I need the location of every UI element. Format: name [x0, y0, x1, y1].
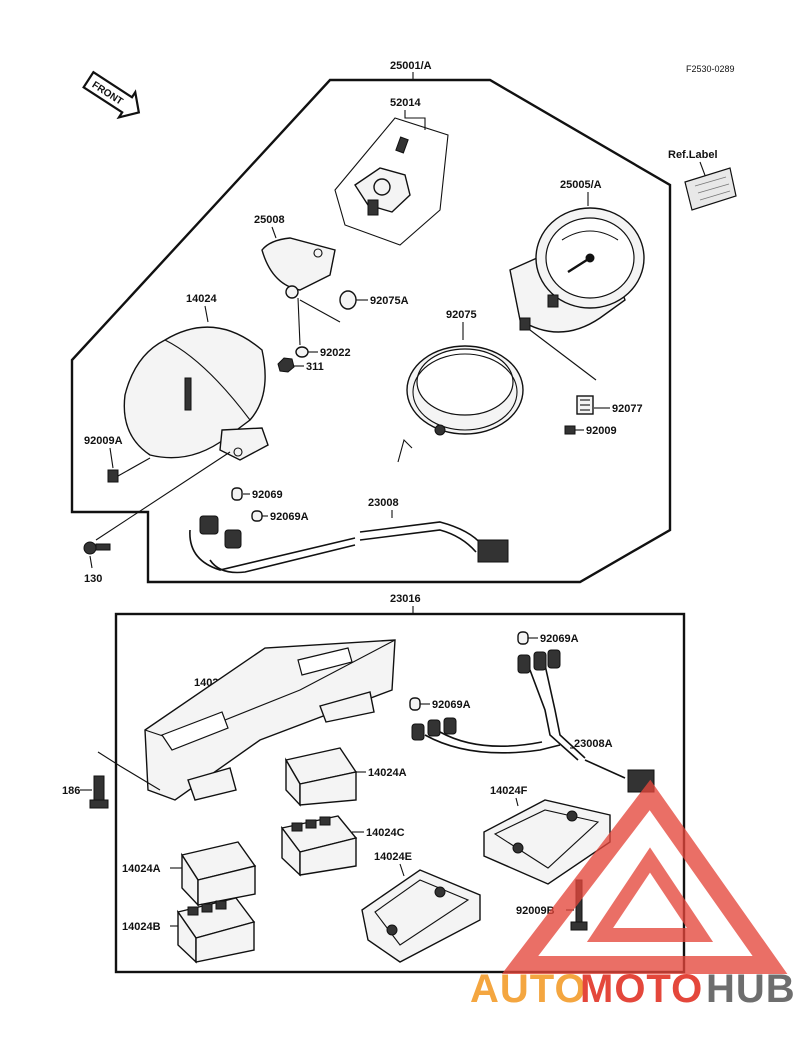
part-92075-ring	[406, 345, 524, 436]
figure-code: F2530-0289	[686, 64, 735, 74]
part-92069A-lower2	[409, 697, 421, 711]
part-25008-bracket	[261, 237, 336, 299]
label-92069A-lower2: 92069A	[432, 699, 471, 711]
label-25001A: 25001/A	[390, 60, 432, 72]
part-14024-cover	[123, 326, 269, 461]
label-92022: 92022	[320, 347, 351, 359]
part-92022	[295, 346, 309, 358]
label-92069: 92069	[252, 489, 283, 501]
upper-assembly-outline	[70, 78, 672, 584]
part-23008A-harness	[411, 649, 655, 793]
part-52014-switch	[354, 136, 411, 216]
part-92069A-lower1	[517, 631, 529, 645]
label-311: 311	[306, 361, 324, 373]
part-14024A-lower	[180, 841, 257, 907]
label-14024C: 14024C	[366, 827, 405, 839]
part-92009	[564, 425, 576, 435]
watermark-logo: AUTO MOTO HUB	[470, 779, 796, 1011]
part-23008-harness	[189, 515, 509, 574]
label-92075A: 92075A	[370, 295, 409, 307]
lower-assembly-outline	[114, 612, 686, 974]
watermark-triangle-icon	[501, 779, 788, 974]
part-14024B	[176, 897, 256, 964]
part-14024F	[483, 799, 611, 885]
label-14024E: 14024E	[374, 851, 412, 863]
part-130	[83, 541, 111, 555]
part-25005A-speedometer	[509, 207, 645, 333]
label-25008: 25008	[254, 214, 285, 226]
label-23008: 23008	[368, 497, 399, 509]
part-14024C	[280, 815, 358, 877]
part-14024E	[361, 869, 481, 963]
part-92075A	[339, 290, 368, 310]
ref-label-sticker	[684, 167, 737, 211]
part-92069	[231, 487, 243, 501]
label-92009A: 92009A	[84, 435, 123, 447]
part-186	[89, 775, 109, 809]
label-92009: 92009	[586, 425, 617, 437]
watermark-hub: HUB	[706, 967, 796, 1011]
watermark-moto: MOTO	[580, 967, 703, 1011]
label-14024A-2: 14024A	[122, 863, 161, 875]
part-14024D-housing	[144, 639, 396, 801]
label-23008A: 23008A	[574, 738, 613, 750]
label-92009B: 92009B	[516, 905, 555, 917]
label-14024: 14024	[186, 293, 217, 305]
part-14024A-upper	[284, 747, 358, 807]
label-92069A-upper: 92069A	[270, 511, 309, 523]
front-arrow-icon: FRONT	[82, 70, 141, 120]
part-92077	[576, 395, 594, 415]
part-311	[277, 357, 295, 373]
part-92009A	[107, 457, 151, 483]
label-92075: 92075	[446, 309, 477, 321]
watermark-auto: AUTO	[470, 967, 587, 1011]
label-52014: 52014	[390, 97, 421, 109]
label-186: 186	[62, 785, 80, 797]
label-23016: 23016	[390, 593, 421, 605]
label-130: 130	[84, 573, 102, 585]
label-25005A: 25005/A	[560, 179, 602, 191]
label-92069A-lower1: 92069A	[540, 633, 579, 645]
label-14024F: 14024F	[490, 785, 528, 797]
label-92077: 92077	[612, 403, 643, 415]
part-92069A-upper	[251, 510, 263, 522]
ref-label-text: Ref.Label	[668, 149, 718, 161]
label-14024B: 14024B	[122, 921, 161, 933]
part-52014-box	[334, 117, 449, 246]
label-14024A-1: 14024A	[368, 767, 407, 779]
